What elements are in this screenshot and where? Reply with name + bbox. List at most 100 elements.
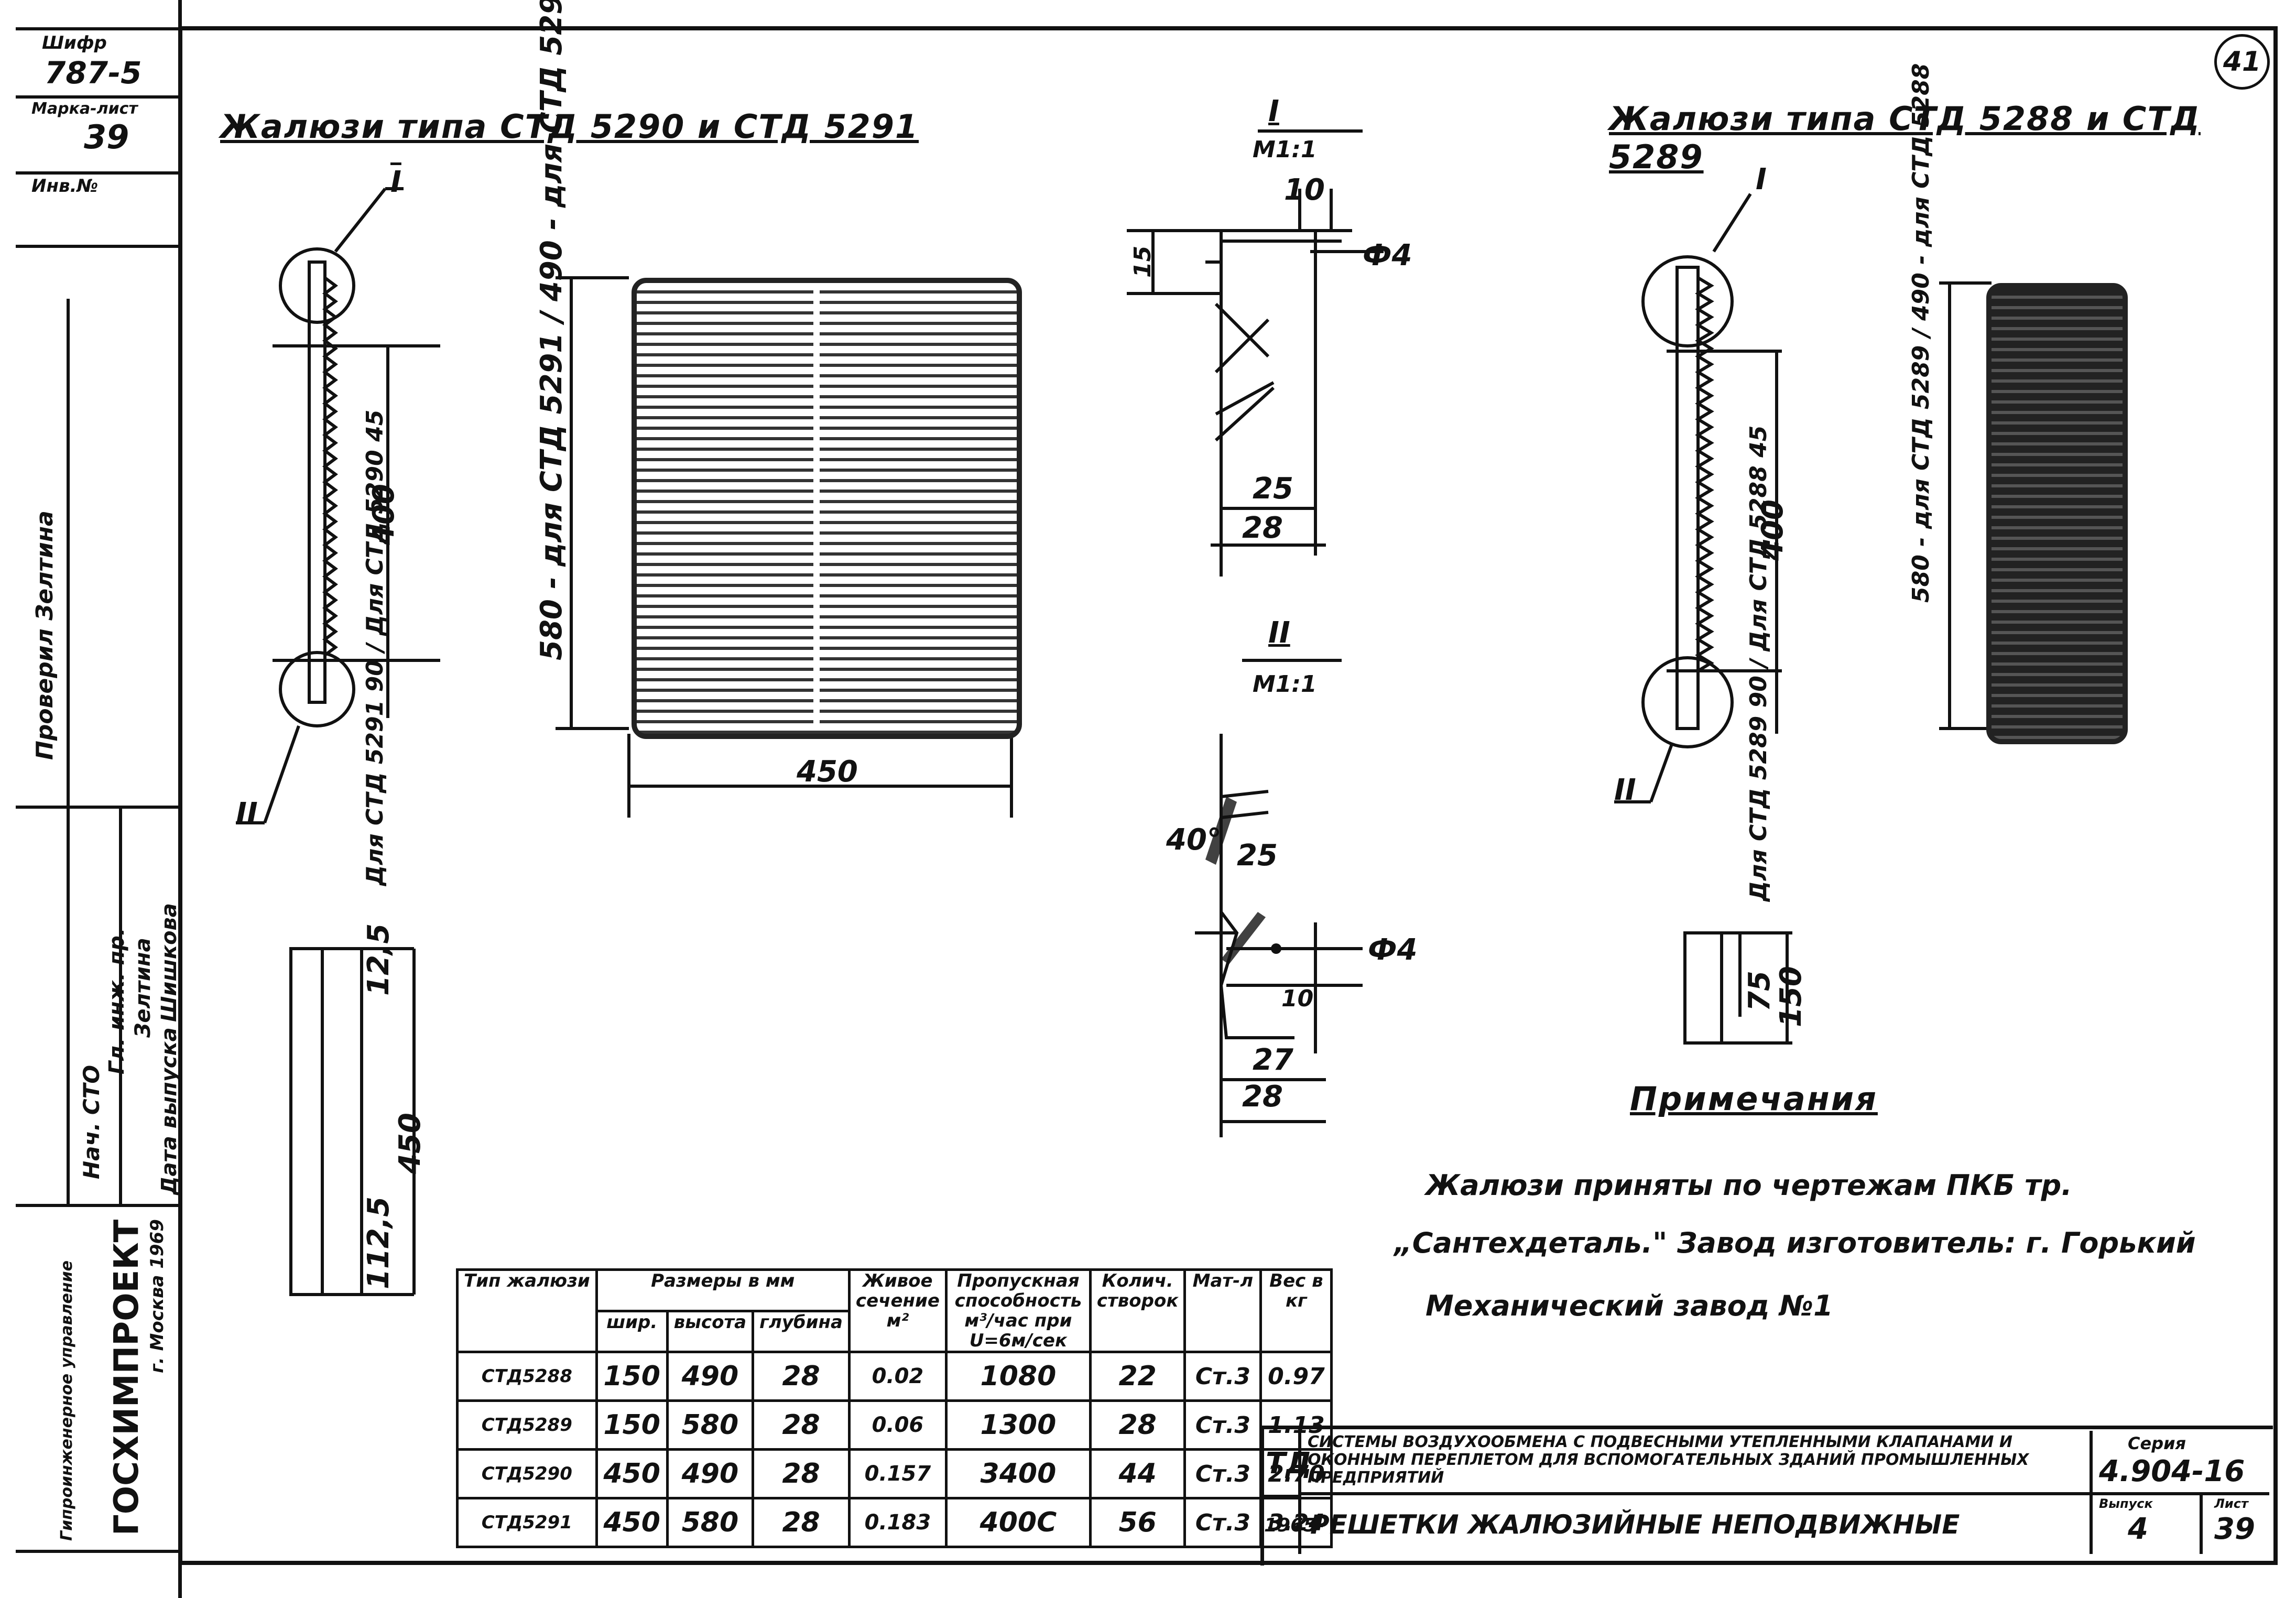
th-capacity: Пропускная способность м³/час при U=6м/с… <box>944 1268 1092 1353</box>
cell: 28 <box>752 1399 851 1451</box>
title-right: Жалюзи типа СТД 5288 и СТД 5289 <box>1609 100 2201 176</box>
cell: 3.24 <box>1259 1497 1333 1548</box>
dim-height-left: 580 - для СТД 5291 / 490 - для СТД 5290 <box>535 0 569 660</box>
cell: 0.97 <box>1259 1351 1333 1402</box>
notes-line1: Жалюзи приняты по чертежам ПКБ тр. <box>1426 1169 2072 1202</box>
cell: 150 <box>595 1351 669 1402</box>
detail-II-title: II <box>1268 616 1290 650</box>
stamp-year: 1965 <box>1264 1515 1317 1536</box>
cell: 580 <box>666 1497 755 1548</box>
detail-II-d25: 25 <box>1237 839 1278 873</box>
cell: Ст.3 <box>1183 1351 1263 1402</box>
cell: Ст.3 <box>1183 1399 1263 1451</box>
th-weight: Вес в кг <box>1259 1268 1333 1353</box>
cell: 150 <box>595 1399 669 1451</box>
callout-II-right: II <box>1614 773 1636 807</box>
th-type: Тип жалюзи <box>456 1268 598 1353</box>
org-name: ГОСХИМПРОЕКТ <box>107 1219 146 1536</box>
mark-value: 39 <box>84 118 129 156</box>
cell: 2.70 <box>1259 1448 1333 1499</box>
name-0: Зелтина <box>131 938 155 1038</box>
left-strip <box>16 0 182 1598</box>
louvre-front-left <box>632 278 1022 739</box>
stamp-series-value: 4.904-16 <box>2099 1454 2245 1488</box>
th-h: высота <box>666 1309 755 1353</box>
inv-no: Инв.№ <box>31 176 99 197</box>
dim-width-left: 450 <box>797 755 858 789</box>
th-material: Мат-л <box>1183 1268 1263 1353</box>
sheet-corner-number: 41 <box>2223 46 2261 78</box>
cell: 490 <box>666 1351 755 1402</box>
notes-line2: „Сантехдеталь." Завод изготовитель: г. Г… <box>1394 1226 2196 1259</box>
notes-line3: Механический завод №1 <box>1426 1289 1833 1322</box>
title-left: Жалюзи типа СТД 5290 и СТД 5291 <box>220 107 919 146</box>
spec-table: Тип жалюзи Размеры в мм Живое сечение м²… <box>456 1268 1333 1548</box>
cell: 580 <box>666 1399 755 1451</box>
cell: 490 <box>666 1448 755 1499</box>
cell: СТД5289 <box>456 1399 598 1451</box>
cell: 28 <box>752 1351 851 1402</box>
table-row: СТД5291 450 580 28 0.183 400С 56 Ст.3 3.… <box>456 1497 1333 1548</box>
cell: 28 <box>752 1497 851 1548</box>
louvre-front-right <box>1986 283 2128 744</box>
cell: 0.06 <box>847 1399 948 1451</box>
org-dept: Гипроинженерное управление <box>58 1260 76 1541</box>
detail-I-d25: 25 <box>1253 472 1293 506</box>
cell: СТД5290 <box>456 1448 598 1499</box>
cell: 450 <box>595 1497 669 1548</box>
cell: 22 <box>1089 1351 1187 1402</box>
table-row: СТД5290 450 490 28 0.157 3400 44 Ст.3 2.… <box>456 1448 1333 1499</box>
role-0: Нач. СТО <box>79 1064 104 1179</box>
th-slats: Колич. створок <box>1089 1268 1187 1353</box>
stamp-sheet-label: Лист <box>2214 1496 2248 1511</box>
stamp-org: ТД <box>1266 1447 1312 1481</box>
detail-II-d28: 28 <box>1242 1080 1283 1114</box>
cell: Ст.3 <box>1183 1448 1263 1499</box>
dim-125: 12,5 <box>362 923 396 996</box>
th-t: глубина <box>752 1309 851 1353</box>
th-area: Живое сечение м² <box>847 1268 948 1353</box>
stamp-issue-label: Выпуск <box>2099 1496 2153 1511</box>
cell: СТД5291 <box>456 1497 598 1548</box>
cell: 0.183 <box>847 1497 948 1548</box>
dim-side-left: Для СТД 5291 90 / Для СТД 5290 45 <box>362 409 388 886</box>
cell: 28 <box>1089 1399 1187 1451</box>
detail-II-d27: 27 <box>1253 1043 1293 1077</box>
louvre-divider <box>813 283 820 726</box>
cell: 1.13 <box>1259 1399 1333 1451</box>
callout-I-left: I <box>390 165 401 199</box>
stamp-drawing-title: Решетки жалюзийные неподвижные <box>1310 1509 1960 1540</box>
cell: 400С <box>944 1497 1092 1548</box>
cell: 1300 <box>944 1399 1092 1451</box>
stamp-project: Системы воздухообмена с подвесными утепл… <box>1308 1433 2029 1487</box>
role-1: Гл. инж. пр. <box>105 928 129 1074</box>
dim-side-right: Для СТД 5289 90 / Для СТД 5288 45 <box>1745 425 1772 901</box>
notes-heading: Примечания <box>1630 1080 1878 1118</box>
th-dims: Размеры в мм <box>595 1268 851 1312</box>
stamp-sheet-value: 39 <box>2214 1512 2255 1546</box>
cell: 0.02 <box>847 1351 948 1402</box>
sheet-corner-circle: 41 <box>2214 34 2270 90</box>
cell: 1080 <box>944 1351 1092 1402</box>
detail-I-scale: М1:1 <box>1253 136 1317 163</box>
th-w: шир. <box>595 1309 669 1353</box>
title-block <box>1260 1426 2273 1566</box>
cell: СТД5288 <box>456 1351 598 1402</box>
cell: Ст.3 <box>1183 1497 1263 1548</box>
detail-I-d15: 15 <box>1129 245 1156 278</box>
dim-1125: 112,5 <box>362 1196 396 1289</box>
cell: 0.157 <box>847 1448 948 1499</box>
issue-date: Дата выпуска <box>157 1027 181 1195</box>
detail-II-d10: 10 <box>1281 985 1314 1012</box>
dim-450-bottom: 450 <box>393 1113 427 1174</box>
detail-I-d10: 10 <box>1284 173 1325 207</box>
cell: 450 <box>595 1448 669 1499</box>
cell: 56 <box>1089 1497 1187 1548</box>
org-sub: г. Москва 1969 <box>147 1219 168 1373</box>
table-row: СТД5288 150 490 28 0.02 1080 22 Ст.3 0.9… <box>456 1351 1333 1402</box>
cell: 3400 <box>944 1448 1092 1499</box>
cell: 44 <box>1089 1448 1187 1499</box>
stamp-issue-value: 4 <box>2128 1512 2148 1546</box>
dim-height-right: 580 - для СТД 5289 / 490 - для СТД 5288 <box>1908 63 1934 603</box>
